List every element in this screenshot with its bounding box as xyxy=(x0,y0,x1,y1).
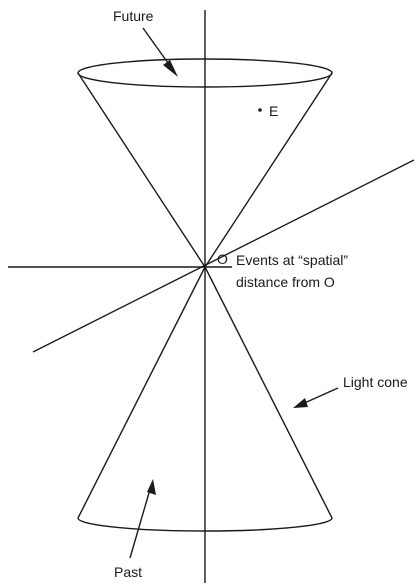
past-cone-right-edge xyxy=(204,266,333,519)
events-label-line1: Events at “spatial” xyxy=(236,252,348,268)
event-e-dot xyxy=(258,108,262,112)
past-cone-rim xyxy=(77,517,333,532)
past-cone-left-edge xyxy=(77,266,206,519)
past-label: Past xyxy=(114,564,142,580)
origin-label: O xyxy=(217,251,228,267)
spatial-axis-oblique xyxy=(32,159,414,353)
future-arrowhead xyxy=(163,60,178,77)
future-cone-left-edge xyxy=(77,72,206,268)
future-cone-right-edge xyxy=(204,72,333,268)
past-pointer-arrow xyxy=(129,485,152,559)
past-arrowhead xyxy=(147,479,156,495)
future-label: Future xyxy=(113,8,154,24)
light-cone-label: Light cone xyxy=(343,374,408,390)
events-label-line2: distance from O xyxy=(236,274,335,290)
event-e-label: E xyxy=(269,103,278,119)
light-cone-arrowhead xyxy=(293,398,308,408)
